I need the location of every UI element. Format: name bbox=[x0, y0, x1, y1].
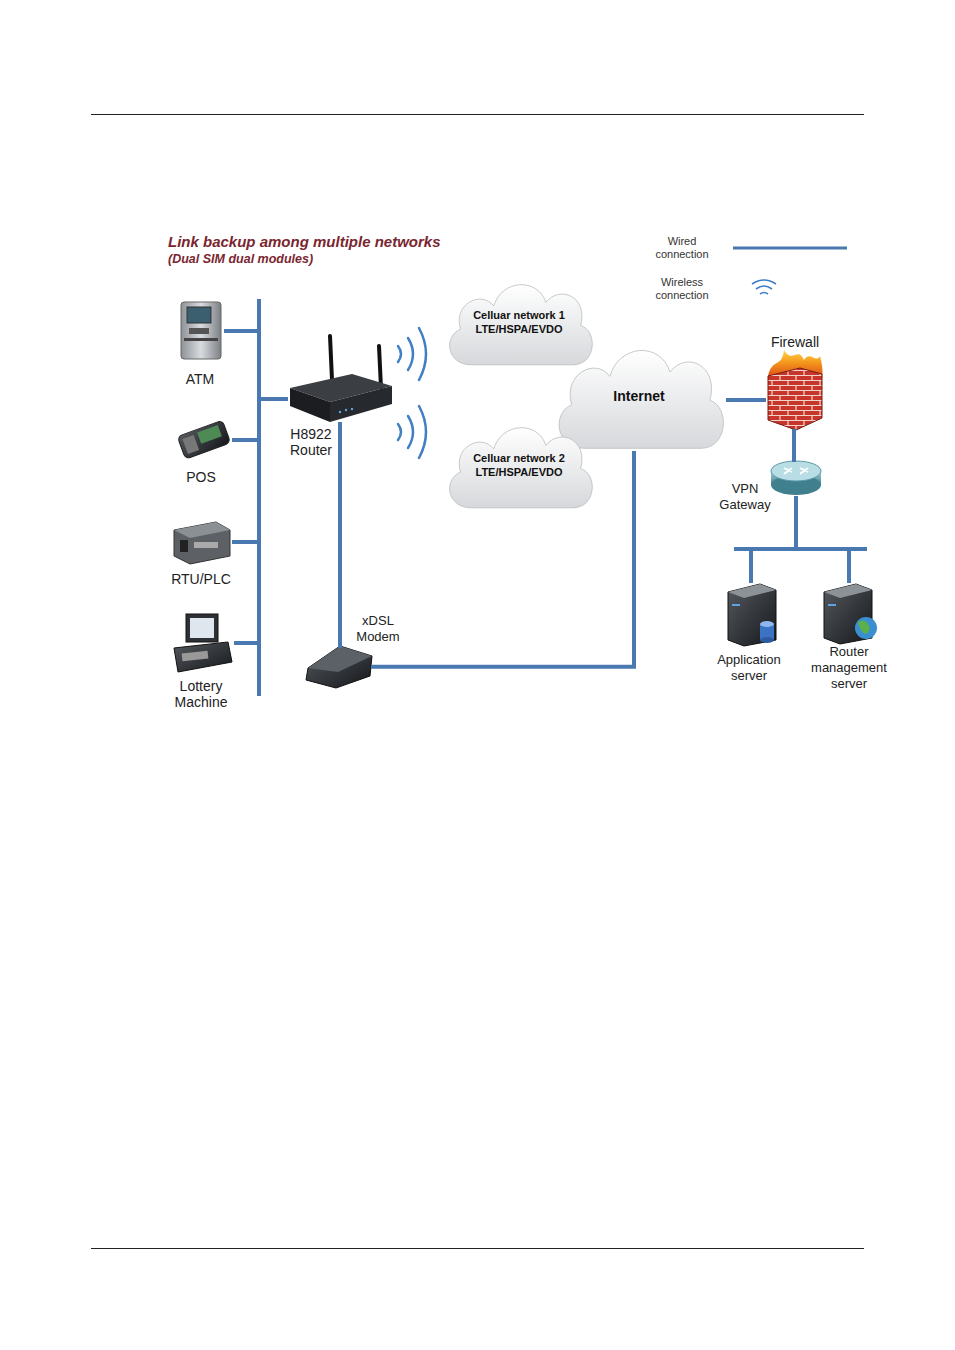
cloud-outline bbox=[450, 428, 593, 508]
wired-connection bbox=[338, 422, 342, 648]
wired-connection bbox=[796, 496, 849, 583]
device-label: Router management server bbox=[804, 644, 894, 692]
device-label: H8922 Router bbox=[281, 426, 341, 458]
device-label: Application server bbox=[709, 652, 789, 684]
cloud-outline bbox=[450, 285, 593, 365]
device-label: Firewall bbox=[755, 334, 835, 350]
legend-text: Wired connection bbox=[652, 235, 712, 261]
wired-connection bbox=[726, 398, 766, 402]
device-node: Application server bbox=[724, 583, 778, 645]
legend-text: Wireless connection bbox=[652, 276, 712, 302]
device-label: Lottery Machine bbox=[161, 678, 241, 710]
cloud-outline bbox=[559, 350, 723, 448]
device-node: Router management server bbox=[820, 583, 878, 641]
legend-wireless-sample bbox=[752, 280, 776, 294]
network-cloud: Celluar network 1 LTE/HSPA/EVDO bbox=[440, 272, 598, 372]
device-label: POS bbox=[161, 469, 241, 485]
cloud-label: Internet bbox=[583, 388, 696, 405]
cloud-shape bbox=[440, 272, 598, 372]
device-node: POS bbox=[174, 420, 232, 460]
device-label: RTU/PLC bbox=[161, 571, 241, 587]
diagram-title: Link backup among multiple networks bbox=[168, 233, 441, 250]
device-node: Firewall bbox=[764, 357, 824, 429]
device-label: ATM bbox=[160, 371, 240, 387]
cloud-label: Celluar network 2 LTE/HSPA/EVDO bbox=[470, 451, 568, 479]
cloud-shape bbox=[440, 415, 598, 515]
device-label: xDSL Modem bbox=[348, 613, 408, 645]
cloud-label: Celluar network 1 LTE/HSPA/EVDO bbox=[470, 308, 568, 336]
device-label: VPN Gateway bbox=[715, 481, 775, 513]
cloud-text-box: Celluar network 1 LTE/HSPA/EVDO bbox=[440, 272, 598, 372]
subtitle-note: (Dual SIM dual modules) bbox=[168, 252, 313, 266]
device-node: VPN Gateway bbox=[771, 462, 821, 496]
cloud-text-box: Internet bbox=[548, 335, 730, 457]
wired-connection bbox=[224, 331, 288, 399]
legend-wire-sample bbox=[733, 247, 847, 250]
device-node: Lottery Machine bbox=[170, 612, 234, 674]
wired-connection bbox=[792, 429, 796, 462]
device-node: xDSL Modem bbox=[305, 645, 371, 687]
device-node: RTU/PLC bbox=[170, 518, 232, 566]
wired-connection bbox=[234, 399, 288, 643]
device-node: ATM bbox=[178, 300, 224, 362]
cloud-text-box: Celluar network 2 LTE/HSPA/EVDO bbox=[440, 415, 598, 515]
network-cloud: Celluar network 2 LTE/HSPA/EVDO bbox=[440, 415, 598, 515]
device-node: H8922 Router bbox=[288, 372, 392, 426]
network-cloud: Internet bbox=[548, 335, 730, 457]
